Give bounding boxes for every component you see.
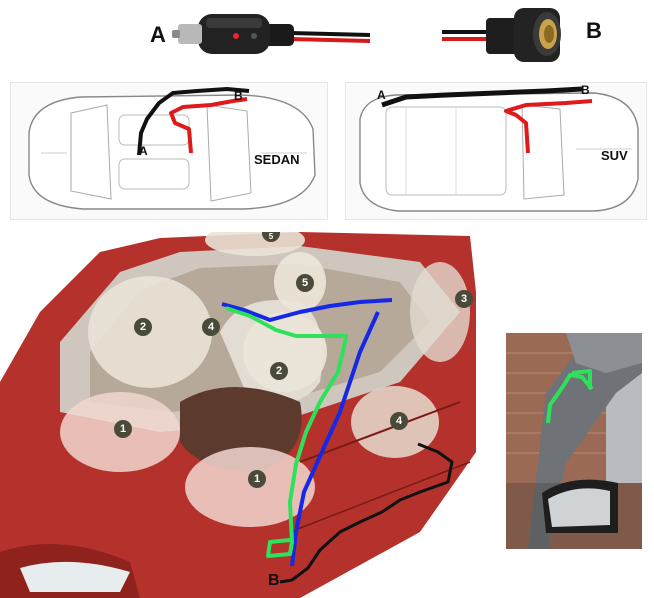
- airbag-marker: 5: [296, 274, 314, 292]
- airbag-marker: 4: [202, 318, 220, 336]
- suv-route-end-label: B: [581, 83, 590, 97]
- airbag-route-end-label: B: [268, 572, 280, 589]
- sedan-route-start-label: A: [139, 144, 148, 158]
- sedan-top-view-icon: [28, 94, 316, 210]
- airbag-marker: 4: [390, 412, 408, 430]
- suv-route-start-label: A: [377, 88, 386, 102]
- sedan-cable-route: [137, 87, 250, 156]
- plug-label: A: [150, 22, 166, 47]
- airbag-marker: 1: [114, 420, 132, 438]
- sedan-route-end-label: B: [234, 89, 243, 103]
- airbag-marker: 1: [248, 470, 266, 488]
- suv-top-view-panel: [345, 82, 647, 220]
- airbag-marker: 2: [134, 318, 152, 336]
- suv-cable-route: [381, 86, 593, 154]
- airbag-marker: 5: [262, 232, 280, 242]
- power-socket-icon: [442, 8, 561, 62]
- socket-label: B: [586, 18, 602, 43]
- cigarette-plug-icon: [172, 14, 371, 54]
- suv-type-label: SUV: [601, 148, 628, 163]
- a-pillar-photo-icon: [506, 333, 642, 549]
- airbag-marker: 3: [455, 290, 473, 308]
- suv-top-view-icon: [359, 92, 639, 212]
- airbag-marker: 2: [270, 362, 288, 380]
- sedan-top-view-panel: [10, 82, 328, 220]
- sedan-type-label: SEDAN: [254, 152, 300, 167]
- car-interior-icon: [0, 232, 476, 598]
